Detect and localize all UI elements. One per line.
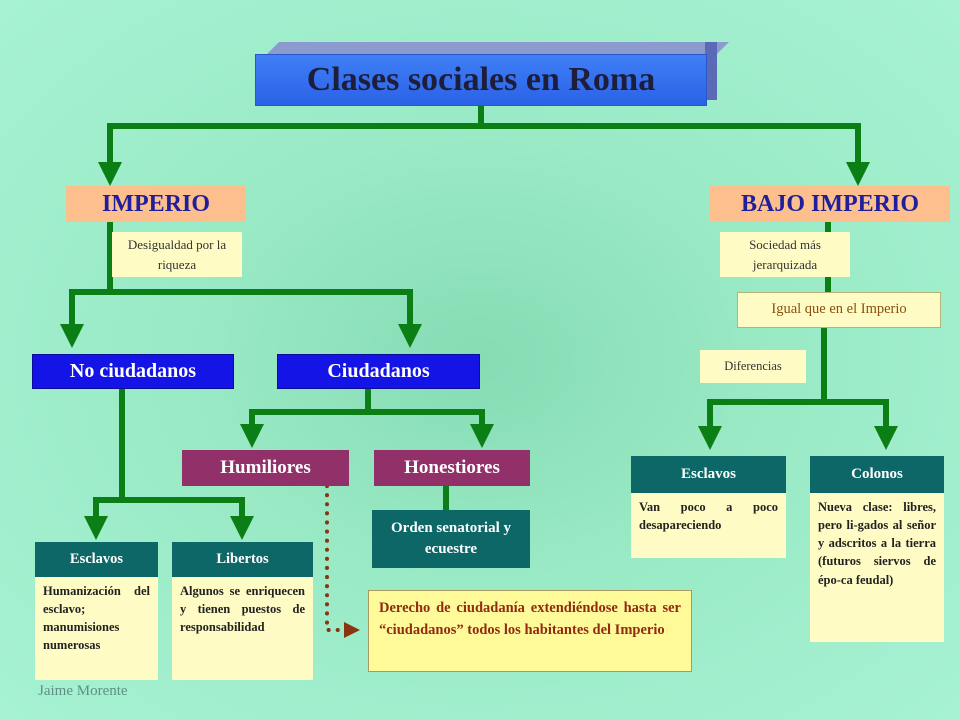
esclavos-imperio-body: Humanización del esclavo; manumisiones n…: [35, 577, 158, 680]
humiliores-box: Humiliores: [182, 450, 349, 486]
no-ciudadanos-box: No ciudadanos: [32, 354, 234, 389]
esclavos-bajo-title: Esclavos: [631, 456, 786, 493]
colonos-body: Nueva clase: libres, pero li-gados al se…: [810, 493, 944, 642]
esclavos-imperio-card: Esclavos Humanización del esclavo; manum…: [35, 542, 158, 680]
bajo-imperio-box: BAJO IMPERIO: [710, 186, 950, 222]
igual-box: Igual que en el Imperio: [737, 292, 941, 328]
page-title: Clases sociales en Roma: [255, 54, 707, 106]
bajo-imperio-note: Sociedad más jerarquizada: [720, 232, 850, 277]
dotted-connector-derecho: [325, 484, 360, 638]
title-box: Clases sociales en Roma: [255, 42, 729, 106]
libertos-title: Libertos: [172, 542, 313, 577]
honestiores-box: Honestiores: [374, 450, 530, 486]
colonos-card: Colonos Nueva clase: libres, pero li-gad…: [810, 456, 944, 642]
imperio-note: Desigualdad por la riqueza: [112, 232, 242, 277]
libertos-body: Algunos se enriquecen y tienen puestos d…: [172, 577, 313, 680]
colonos-title: Colonos: [810, 456, 944, 493]
derecho-ciudadania-box: Derecho de ciudadanía extendiéndose hast…: [368, 590, 692, 672]
diferencias-box: Diferencias: [700, 350, 806, 383]
footer-author: Jaime Morente: [38, 683, 128, 699]
esclavos-imperio-title: Esclavos: [35, 542, 158, 577]
esclavos-bajo-body: Van poco a poco desapareciendo: [631, 493, 786, 558]
esclavos-bajo-card: Esclavos Van poco a poco desapareciendo: [631, 456, 786, 558]
ciudadanos-box: Ciudadanos: [277, 354, 480, 389]
libertos-card: Libertos Algunos se enriquecen y tienen …: [172, 542, 313, 680]
orden-senatorial-box: Orden senatorial y ecuestre: [372, 510, 530, 568]
imperio-box: IMPERIO: [66, 186, 246, 222]
